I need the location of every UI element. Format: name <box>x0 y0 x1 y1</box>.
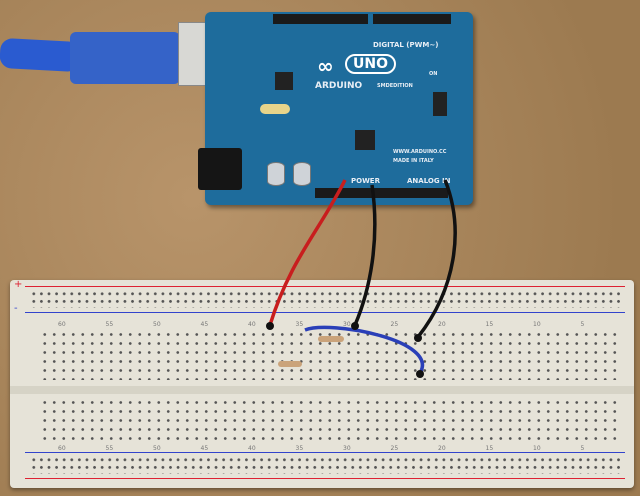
black-wire-analog <box>416 179 457 339</box>
arduino-board: DIGITAL (PWM~) ∞ ARDUINO UNO SMDEDITION … <box>205 12 473 205</box>
rail-blue-line <box>25 452 625 453</box>
center-channel <box>10 386 634 394</box>
microcontroller <box>355 130 375 150</box>
wire-end <box>416 370 424 378</box>
column-number: 35 <box>295 321 304 328</box>
wire-end <box>351 322 359 330</box>
resistor <box>318 336 344 342</box>
rail-plus-label: + <box>14 279 23 290</box>
column-number: 60 <box>58 321 66 328</box>
column-number: 50 <box>153 321 161 328</box>
column-number: 45 <box>200 445 209 452</box>
infinity-logo: ∞ <box>317 54 334 78</box>
column-number: 30 <box>343 321 351 328</box>
column-number: 15 <box>485 445 494 452</box>
power-header <box>315 188 390 198</box>
on-label: ON <box>429 71 438 77</box>
column-number: 25 <box>390 321 399 328</box>
digital-header-low <box>373 14 451 24</box>
rail-minus-label: - <box>14 303 18 314</box>
wire-end <box>414 334 422 342</box>
brand-label: ARDUINO <box>315 81 363 91</box>
top-power-rail <box>30 290 620 308</box>
wire-end <box>266 322 274 330</box>
edition-label: SMDEDITION <box>377 83 413 89</box>
column-number: 10 <box>533 321 541 328</box>
column-number: 50 <box>153 445 161 452</box>
black-wire <box>353 184 377 326</box>
column-number: 55 <box>105 445 114 452</box>
icsp-header <box>433 92 447 116</box>
column-number: 35 <box>295 445 304 452</box>
model-label: UNO <box>345 54 396 74</box>
column-number: 10 <box>533 445 541 452</box>
crystal <box>260 104 290 114</box>
column-number: 20 <box>438 321 446 328</box>
column-number: 40 <box>248 321 256 328</box>
column-number: 55 <box>105 321 114 328</box>
rail-red-line <box>25 286 625 287</box>
analog-label: ANALOG IN <box>407 177 451 185</box>
blue-wire <box>304 325 425 374</box>
digital-header-high <box>273 14 368 24</box>
column-number: 25 <box>390 445 399 452</box>
website-label: WWW.ARDUINO.CC <box>393 149 447 155</box>
column-number: 5 <box>580 321 585 328</box>
capacitor <box>267 162 285 186</box>
column-number: 20 <box>438 445 446 452</box>
digital-label: DIGITAL (PWM~) <box>373 41 439 49</box>
usb-plug <box>70 32 180 84</box>
capacitor <box>293 162 311 186</box>
red-wire <box>268 179 347 326</box>
origin-label: MADE IN ITALY <box>393 158 434 164</box>
column-number: 60 <box>58 445 66 452</box>
dc-power-jack <box>198 148 242 190</box>
column-number: 5 <box>580 445 585 452</box>
rail-blue-line <box>25 312 625 313</box>
column-number: 15 <box>485 321 494 328</box>
column-number: 45 <box>200 321 209 328</box>
power-label: POWER <box>351 177 380 185</box>
bottom-terminal-strip <box>40 398 620 444</box>
rail-red-line <box>25 478 625 479</box>
bottom-power-rail <box>30 456 620 474</box>
column-number: 40 <box>248 445 256 452</box>
column-number: 30 <box>343 445 351 452</box>
resistor <box>278 361 302 367</box>
analog-header <box>390 188 448 198</box>
usb-chip <box>275 72 293 90</box>
